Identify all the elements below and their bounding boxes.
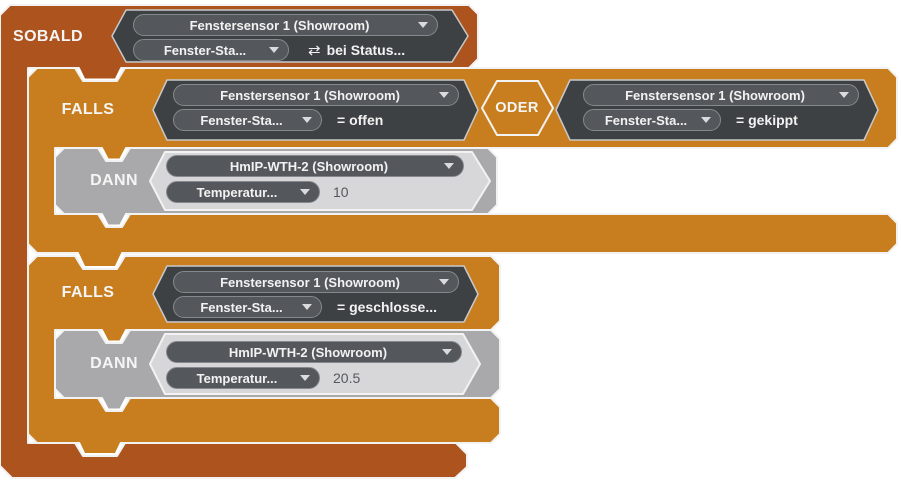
- trigger-datapoint-dropdown[interactable]: Fenster-Sta...: [133, 39, 289, 61]
- condition2-comparison-text: = gekippt: [736, 112, 798, 128]
- condition1-datapoint-value: Fenster-Sta...: [200, 112, 283, 128]
- dann1-label: DANN: [90, 172, 138, 189]
- dann2-label: DANN: [90, 355, 138, 372]
- status-change-icon: ⇄: [308, 42, 321, 59]
- condition3-device-value: Fenstersensor 1 (Showroom): [220, 274, 400, 290]
- action2-datapoint-value: Temperatur...: [196, 370, 278, 386]
- connector-tab: [101, 144, 127, 159]
- condition3-comparison-text: = geschlosse...: [337, 299, 437, 315]
- dropdown-arrow-icon: [300, 375, 310, 381]
- oder-label: ODER: [495, 100, 539, 116]
- action1-datapoint-value: Temperatur...: [196, 184, 278, 200]
- action2-device-dropdown[interactable]: HmIP-WTH-2 (Showroom): [166, 341, 462, 363]
- action1-device-dropdown[interactable]: HmIP-WTH-2 (Showroom): [166, 155, 464, 177]
- falls2-label: FALLS: [61, 284, 115, 301]
- temperature-value-field[interactable]: 10: [333, 184, 349, 200]
- dropdown-arrow-icon: [701, 117, 711, 123]
- connector-tab: [78, 64, 122, 79]
- dropdown-arrow-icon: [300, 189, 310, 195]
- trigger-event-label: bei Status...: [326, 42, 406, 58]
- trigger-datapoint-value: Fenster-Sta...: [163, 42, 247, 58]
- connector-tab: [101, 326, 127, 341]
- action2-datapoint-dropdown[interactable]: Temperatur...: [166, 367, 320, 389]
- action1-device-value: HmIP-WTH-2 (Showroom): [229, 158, 389, 174]
- connector-tab: [78, 438, 122, 453]
- dropdown-arrow-icon: [418, 22, 428, 28]
- falls1-label: FALLS: [61, 101, 115, 118]
- sobald-label: SOBALD: [13, 28, 83, 45]
- action2-device-value: HmIP-WTH-2 (Showroom): [228, 344, 388, 360]
- dropdown-arrow-icon: [302, 117, 312, 123]
- trigger-event-text: ⇄ bei Status...: [308, 39, 405, 61]
- trigger-device-dropdown[interactable]: Fenstersensor 1 (Showroom): [133, 14, 438, 36]
- condition1-device-dropdown[interactable]: Fenstersensor 1 (Showroom): [173, 84, 459, 106]
- action1-datapoint-dropdown[interactable]: Temperatur...: [166, 181, 320, 203]
- condition3-device-dropdown[interactable]: Fenstersensor 1 (Showroom): [173, 271, 459, 293]
- dropdown-arrow-icon: [839, 92, 849, 98]
- condition3-datapoint-dropdown[interactable]: Fenster-Sta...: [173, 296, 322, 318]
- condition1-device-value: Fenstersensor 1 (Showroom): [220, 87, 400, 103]
- dropdown-arrow-icon: [442, 349, 452, 355]
- condition1-comparison-text: = offen: [337, 112, 384, 128]
- temperature-value-field[interactable]: 20.5: [333, 370, 361, 386]
- dropdown-arrow-icon: [439, 279, 449, 285]
- connector-tab: [101, 394, 127, 409]
- condition2-datapoint-dropdown[interactable]: Fenster-Sta...: [583, 109, 721, 131]
- connector-tab: [101, 210, 127, 225]
- condition2-device-value: Fenstersensor 1 (Showroom): [625, 87, 805, 103]
- condition2-device-dropdown[interactable]: Fenstersensor 1 (Showroom): [583, 84, 859, 106]
- condition3-datapoint-value: Fenster-Sta...: [200, 299, 283, 315]
- dropdown-arrow-icon: [444, 163, 454, 169]
- oder-block-shape[interactable]: [481, 80, 554, 136]
- dropdown-arrow-icon: [439, 92, 449, 98]
- connector-tab: [78, 251, 122, 266]
- dropdown-arrow-icon: [269, 47, 279, 53]
- condition1-datapoint-dropdown[interactable]: Fenster-Sta...: [173, 109, 322, 131]
- condition2-datapoint-value: Fenster-Sta...: [604, 112, 688, 128]
- dropdown-arrow-icon: [302, 304, 312, 310]
- trigger-device-value: Fenstersensor 1 (Showroom): [189, 17, 370, 33]
